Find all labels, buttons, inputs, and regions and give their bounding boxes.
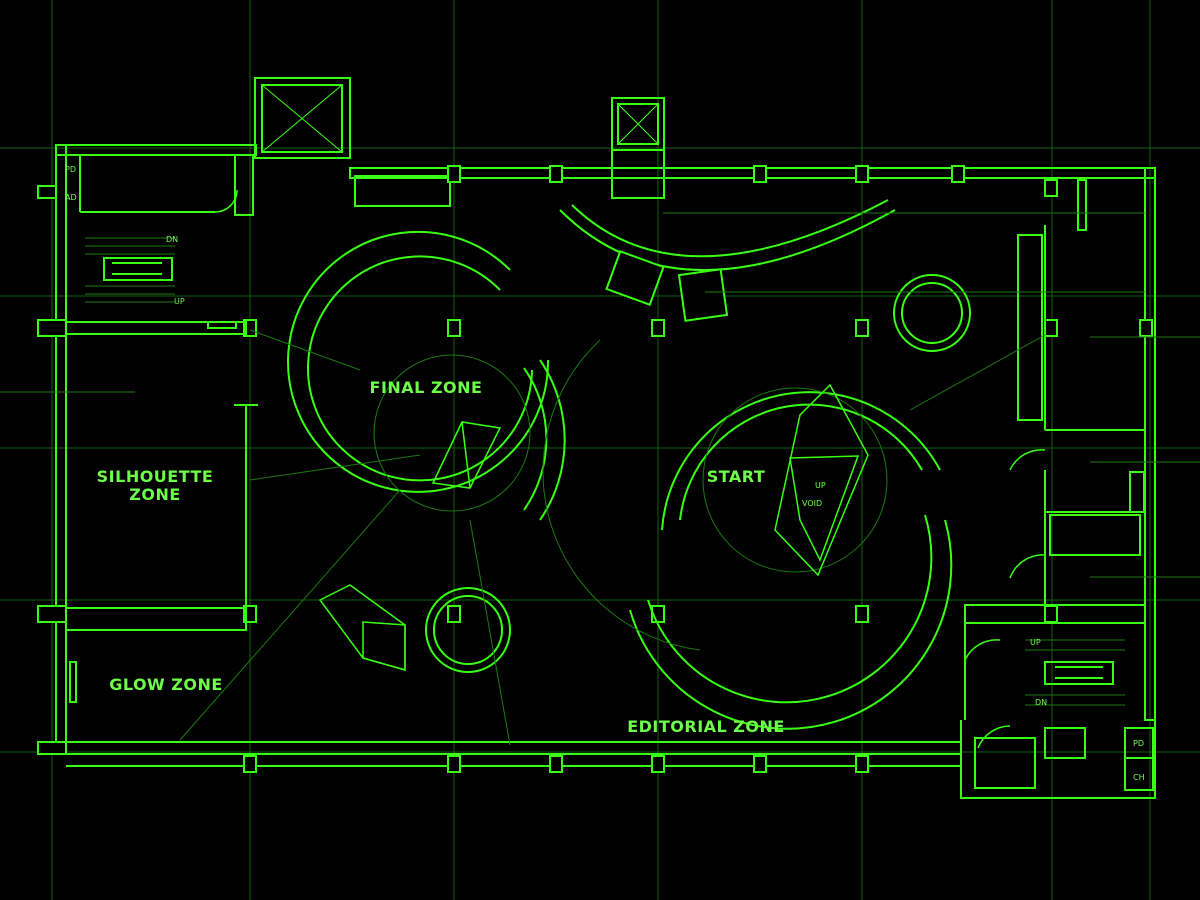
leader-lines [0,212,1200,746]
columns [37,165,1153,773]
start-zone-label: START [707,467,766,486]
silhouette-zone-label-line2: ZONE [129,485,181,504]
outer-walls [55,77,1156,799]
prism-displays [318,383,869,671]
silhouette-zone-label-line1: SILHOUETTE [97,467,214,486]
up-ramp-label: UP [815,481,826,490]
final-zone-label: FINAL ZONE [370,378,483,397]
void-label: VOID [802,499,822,508]
up-bottom-label: UP [1030,638,1041,647]
start-zone-rings [542,339,953,730]
ad-top-label: AD [65,193,77,202]
door-swings [214,189,1046,749]
round-displays [425,274,971,673]
pd-bottom-label: PD [1133,739,1144,748]
top-curved-bench [559,199,896,271]
annotations: PD AD DN UP UP VOID UP DN PD CH [65,165,1145,782]
ch-bottom-label: CH [1133,773,1145,782]
pd-top-label: PD [65,165,76,174]
up-top-label: UP [174,297,185,306]
stair-treads [85,237,1125,706]
zone-labels: FINAL ZONE START SILHOUETTE ZONE GLOW ZO… [97,378,785,736]
dn-bottom-label: DN [1035,698,1047,707]
interior-walls [65,154,1154,791]
glow-zone-label: GLOW ZONE [109,675,223,694]
shaft-crosses [261,84,659,153]
dn-top-label: DN [166,235,178,244]
editorial-zone-label: EDITORIAL ZONE [627,717,785,736]
